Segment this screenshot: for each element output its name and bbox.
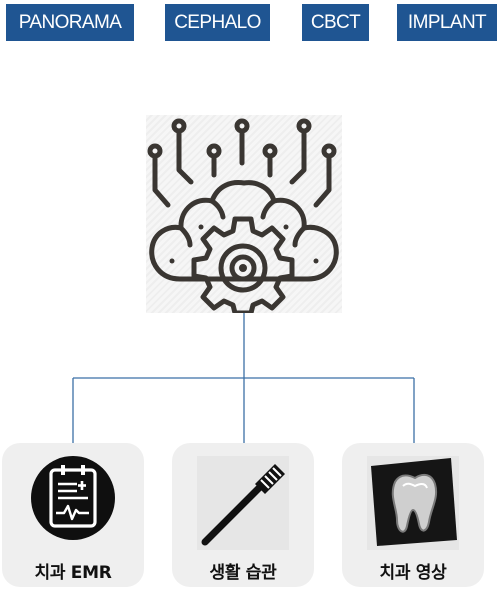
tag-cbct: CBCT (302, 4, 369, 41)
tag-cephalo: CEPHALO (165, 4, 270, 41)
tag-implant: IMPLANT (397, 4, 497, 41)
tag-panorama: PANORAMA (6, 4, 134, 41)
category-card-emr: 치과 EMR (2, 443, 144, 587)
tooth-xray-icon (367, 456, 459, 550)
medical-record-icon (27, 456, 119, 550)
toothbrush-icon (197, 456, 289, 550)
category-card-lifestyle: 생활 습관 (172, 443, 314, 587)
category-label: 치과 EMR (34, 563, 112, 583)
category-label: 치과 영상 (379, 563, 447, 583)
ai-brain-gear-icon (147, 118, 339, 313)
ai-hub (146, 115, 342, 313)
category-card-imaging: 치과 영상 (342, 443, 484, 587)
category-label: 생활 습관 (209, 563, 277, 583)
